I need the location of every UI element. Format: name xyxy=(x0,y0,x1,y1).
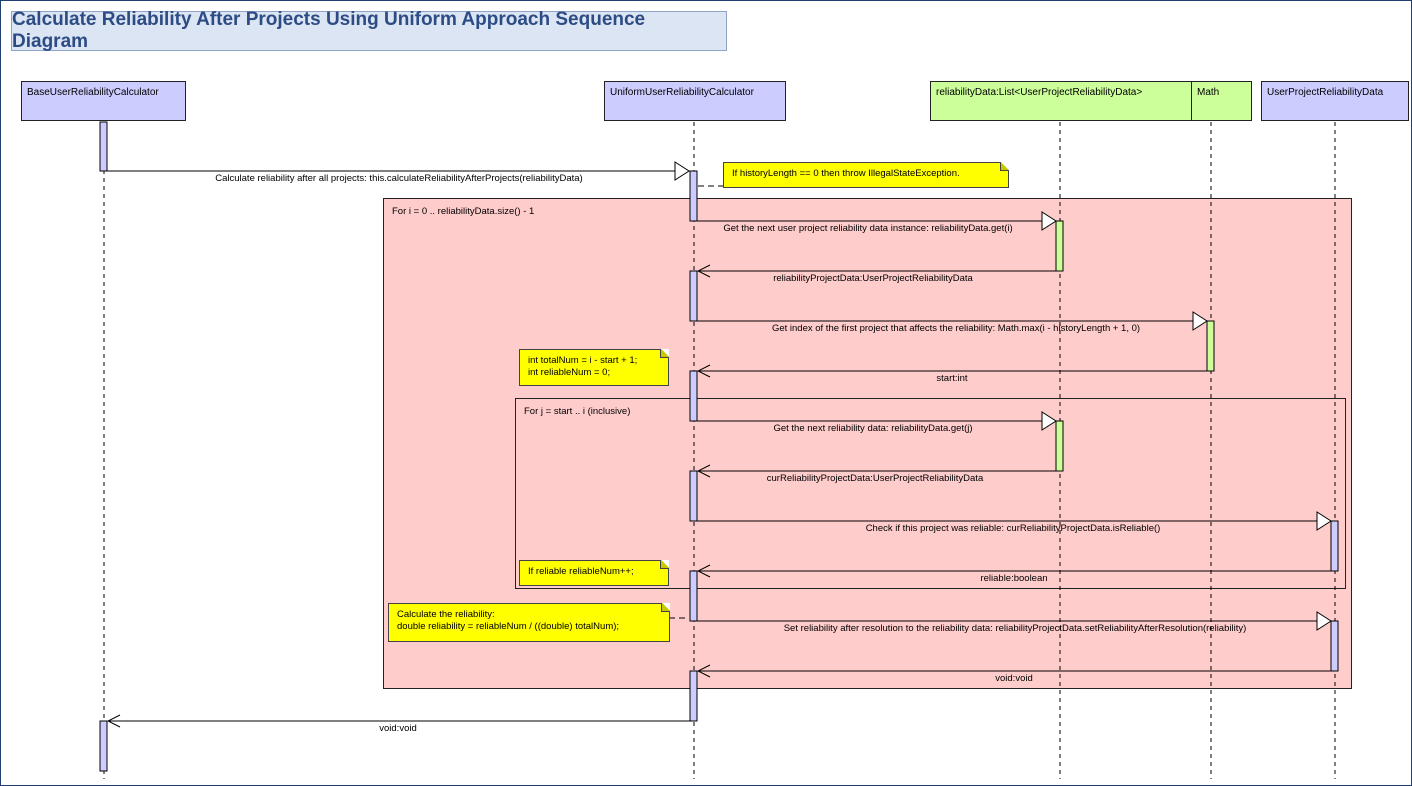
message-label-m9: reliable:boolean xyxy=(980,573,1047,584)
activation-uniform-5 xyxy=(689,570,698,622)
lifeline-head-math: Math xyxy=(1191,81,1252,121)
activation-math-1 xyxy=(1206,320,1215,372)
note-reliable-increment: If reliable reliableNum++; xyxy=(519,560,669,586)
note-init-line-1: int totalNum = i - start + 1; xyxy=(528,355,638,366)
lifeline-label-uniform: UniformUserReliabilityCalculator xyxy=(610,87,754,98)
note-history-line-1: If historyLength == 0 then throw Illegal… xyxy=(732,168,960,179)
note-history-length: If historyLength == 0 then throw Illegal… xyxy=(723,162,1009,188)
message-label-m11: void:void xyxy=(995,673,1033,684)
message-label-m4: Get index of the first project that affe… xyxy=(772,323,1140,334)
lifeline-head-uniform: UniformUserReliabilityCalculator xyxy=(604,81,786,121)
lifeline-label-list: reliabilityData:List<UserProjectReliabil… xyxy=(936,87,1143,98)
activation-uniform-4 xyxy=(689,470,698,522)
activation-urd-1 xyxy=(1330,520,1339,572)
activation-uniform-1 xyxy=(689,170,698,222)
lifeline-label-math: Math xyxy=(1197,87,1220,98)
message-label-m1: Calculate reliability after all projects… xyxy=(215,173,582,184)
note-init-line-2: int reliableNum = 0; xyxy=(528,367,611,378)
activation-base-2 xyxy=(99,720,108,772)
activation-list-1 xyxy=(1055,220,1064,272)
diagram-title-box: Calculate Reliability After Projects Usi… xyxy=(11,9,727,52)
lifeline-label-urd: UserProjectReliabilityData xyxy=(1267,87,1384,98)
lifeline-head-list: reliabilityData:List<UserProjectReliabil… xyxy=(930,81,1192,121)
loop-fragment-outer-label: For i = 0 .. reliabilityData.size() - 1 xyxy=(392,206,535,217)
loop-fragment-inner: For j = start .. i (inclusive) xyxy=(515,398,1346,589)
message-label-m6: Get the next reliability data: reliabili… xyxy=(773,423,972,434)
message-label-m2: Get the next user project reliability da… xyxy=(723,223,1012,234)
lifeline-label-base: BaseUserReliabilityCalculator xyxy=(27,87,159,98)
note-calc-line-2: double reliability = reliableNum / ((dou… xyxy=(397,621,620,632)
activation-list-2 xyxy=(1055,420,1064,472)
note-init-counters: int totalNum = i - start + 1; int reliab… xyxy=(519,349,669,386)
lifeline-head-urd: UserProjectReliabilityData xyxy=(1261,81,1409,121)
activation-uniform-6 xyxy=(689,670,698,722)
message-label-m10: Set reliability after resolution to the … xyxy=(784,623,1247,634)
diagram-title: Calculate Reliability After Projects Usi… xyxy=(12,9,646,52)
note-calculate-reliability: Calculate the reliability: double reliab… xyxy=(388,603,670,642)
activation-urd-2 xyxy=(1330,620,1339,672)
message-label-m12: void:void xyxy=(379,723,417,734)
activation-uniform-2 xyxy=(689,270,698,322)
activation-base-1 xyxy=(99,121,108,172)
message-label-m5: start:int xyxy=(936,373,968,384)
activation-uniform-3 xyxy=(689,370,698,422)
message-label-m3: reliabilityProjectData:UserProjectReliab… xyxy=(773,273,973,284)
note-calc-line-1: Calculate the reliability: xyxy=(397,609,495,620)
lifeline-head-base: BaseUserReliabilityCalculator xyxy=(21,81,186,121)
note-reliable-line-1: If reliable reliableNum++; xyxy=(528,566,634,577)
loop-fragment-inner-label: For j = start .. i (inclusive) xyxy=(524,406,631,417)
message-label-m7: curReliabilityProjectData:UserProjectRel… xyxy=(767,473,984,484)
message-label-m8: Check if this project was reliable: curR… xyxy=(866,523,1161,534)
